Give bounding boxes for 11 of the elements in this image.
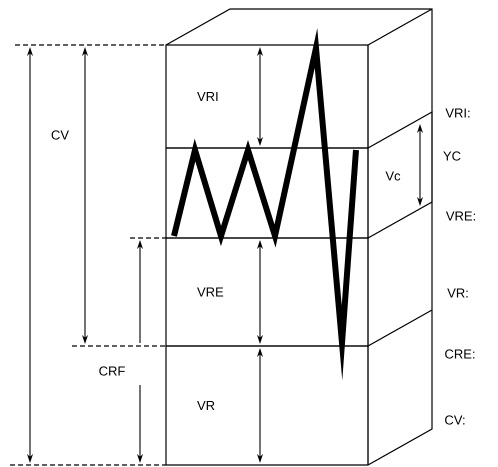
volume-label: CRF <box>99 366 125 376</box>
volume-box: VRI <box>165 44 369 149</box>
volume-label: VRI: <box>445 108 470 118</box>
volume-box: VR <box>165 345 369 466</box>
tidal-volume-box <box>165 147 369 239</box>
volume-label: VR: <box>447 288 468 298</box>
volume-label: CV <box>52 130 69 140</box>
volume-label: VRE: <box>446 212 475 220</box>
volume-box: VRE <box>165 237 369 347</box>
volume-label: CRE: <box>445 349 474 359</box>
volume-label: CV: <box>445 415 464 425</box>
